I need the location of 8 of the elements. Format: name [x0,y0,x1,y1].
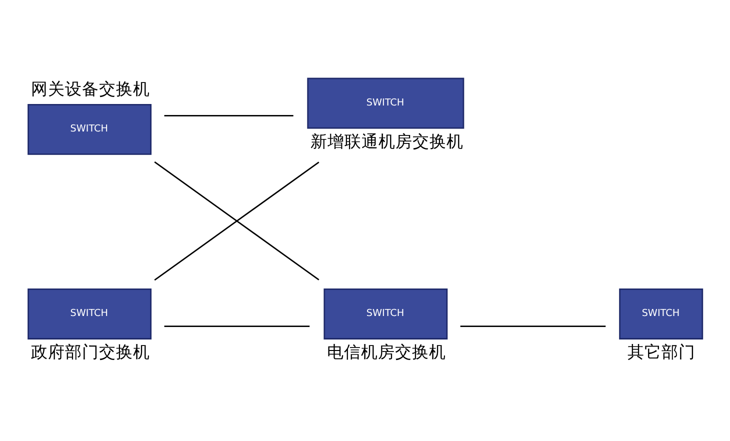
connector [164,325,310,327]
connector [164,114,294,116]
node-label: 新增联通机房交换机 [310,131,464,150]
connector [460,325,606,327]
node-label: 政府部门交换机 [31,342,150,361]
node-label: 其它部门 [627,342,696,361]
node-label: 电信机房交换机 [327,342,446,361]
node-label: 网关设备交换机 [31,78,150,98]
